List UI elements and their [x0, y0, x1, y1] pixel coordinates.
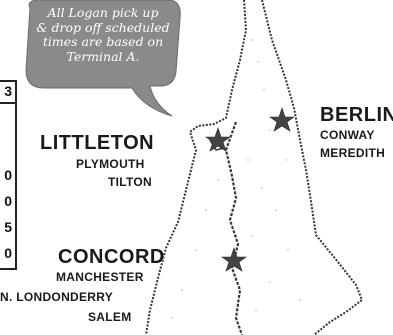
- schedule-cell: 5: [4, 219, 12, 235]
- logan-note-line-3: times are based on: [42, 34, 164, 49]
- logan-note-line-4: Terminal A.: [66, 48, 140, 64]
- state-outline-west: [145, 0, 248, 335]
- schedule-cell: 0: [4, 245, 12, 261]
- logan-note-line-2: & drop off scheduled: [36, 19, 170, 35]
- city-plymouth: PLYMOUTH: [76, 157, 145, 171]
- schedule-table-fragment: 3 0 0 5 0: [0, 80, 17, 270]
- speech-bubble: [25, 0, 181, 117]
- schedule-cell: 0: [4, 167, 12, 183]
- star-berlin: [269, 107, 295, 132]
- star-concord: [221, 247, 247, 272]
- river-line: [224, 121, 244, 335]
- logan-note: All Logan pick up & drop off scheduled t…: [28, 5, 178, 64]
- star-littleton: [205, 127, 231, 152]
- city-littleton: LITTLETON: [40, 132, 155, 154]
- city-meredith: MEREDITH: [320, 146, 386, 160]
- city-salem: SALEM: [88, 310, 132, 324]
- city-concord: CONCORD: [58, 246, 165, 268]
- state-outline-east: [261, 0, 364, 335]
- city-conway: CONWAY: [320, 128, 375, 142]
- schedule-header: 3: [4, 83, 12, 99]
- logan-note-line-1: All Logan pick up: [47, 5, 159, 20]
- schedule-cell: 0: [4, 193, 12, 209]
- river-branch: [209, 139, 225, 151]
- city-tilton: TILTON: [108, 175, 153, 189]
- map-texture: [171, 39, 301, 319]
- city-londonderry: N. LONDONDERRY: [0, 290, 114, 304]
- city-berlin: BERLIN: [320, 104, 393, 126]
- city-manchester: MANCHESTER: [56, 270, 144, 284]
